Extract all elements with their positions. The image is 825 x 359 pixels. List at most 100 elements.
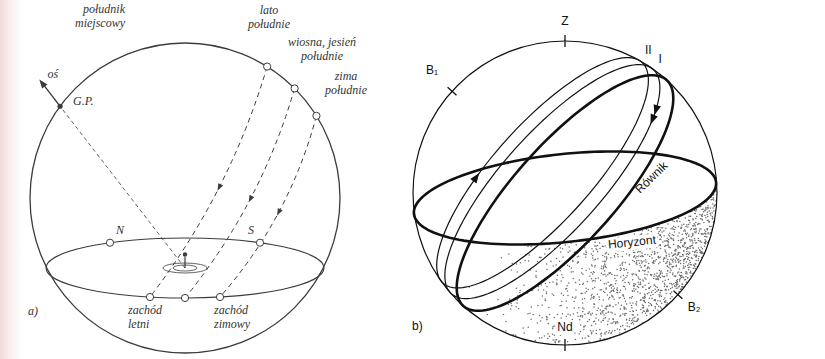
stipple-dot bbox=[714, 336, 716, 338]
stipple-dot bbox=[662, 325, 664, 327]
stipple-dot bbox=[688, 193, 690, 195]
stipple-dot bbox=[634, 223, 636, 225]
stipple-dot bbox=[660, 324, 662, 326]
stipple-dot bbox=[698, 240, 700, 242]
stipple-dot bbox=[680, 180, 682, 182]
stipple-dot bbox=[576, 202, 578, 204]
stipple-dot bbox=[675, 204, 677, 206]
stipple-dot bbox=[673, 244, 675, 246]
stipple-dot bbox=[683, 296, 685, 298]
stipple-dot bbox=[602, 186, 604, 188]
stipple-dot bbox=[643, 305, 645, 307]
stipple-dot bbox=[701, 274, 703, 276]
sun-position-marker bbox=[216, 293, 223, 300]
stipple-dot bbox=[562, 248, 564, 250]
stipple-dot bbox=[583, 229, 585, 231]
stipple-dot bbox=[633, 283, 635, 285]
stipple-dot bbox=[631, 193, 633, 195]
stipple-dot bbox=[705, 303, 707, 305]
stipple-dot bbox=[650, 222, 652, 224]
stipple-dot bbox=[644, 274, 646, 276]
stipple-dot bbox=[701, 187, 703, 189]
stipple-dot bbox=[669, 272, 671, 274]
stipple-dot bbox=[691, 325, 693, 327]
stipple-dot bbox=[622, 256, 624, 258]
stipple-dot bbox=[633, 320, 635, 322]
stipple-dot bbox=[695, 254, 697, 256]
stipple-dot bbox=[679, 314, 681, 316]
stipple-dot bbox=[654, 284, 656, 286]
stipple-dot bbox=[698, 329, 700, 331]
stipple-dot bbox=[686, 254, 688, 256]
stipple-dot bbox=[554, 339, 556, 341]
stipple-dot bbox=[593, 201, 595, 203]
stipple-dot bbox=[545, 300, 547, 302]
stipple-dot bbox=[711, 238, 713, 240]
stipple-dot bbox=[682, 325, 684, 327]
stipple-dot bbox=[593, 306, 595, 308]
stipple-dot bbox=[633, 317, 635, 319]
stipple-dot bbox=[687, 247, 689, 249]
stipple-dot bbox=[602, 299, 604, 301]
stipple-dot bbox=[703, 257, 705, 259]
stipple-dot bbox=[667, 331, 669, 333]
stipple-dot bbox=[702, 182, 704, 184]
stipple-dot bbox=[645, 289, 647, 291]
stipple-dot bbox=[701, 199, 703, 201]
stipple-dot bbox=[622, 185, 624, 187]
stipple-dot bbox=[662, 188, 664, 190]
stipple-dot bbox=[530, 319, 532, 321]
stipple-dot bbox=[716, 259, 718, 261]
stipple-dot bbox=[699, 283, 701, 285]
stipple-dot bbox=[652, 219, 654, 221]
stipple-dot bbox=[671, 195, 673, 197]
stipple-dot bbox=[671, 304, 673, 306]
stipple-dot bbox=[572, 278, 574, 280]
stipple-dot bbox=[646, 315, 648, 317]
stipple-dot bbox=[567, 290, 569, 292]
stipple-dot bbox=[535, 340, 537, 342]
stipple-dot bbox=[668, 241, 670, 243]
stipple-dot bbox=[636, 218, 638, 220]
stipple-dot bbox=[666, 261, 668, 263]
stipple-dot bbox=[672, 261, 674, 263]
stipple-dot bbox=[714, 243, 716, 245]
stipple-dot bbox=[650, 203, 652, 205]
stipple-dot bbox=[716, 302, 718, 304]
stipple-dot bbox=[644, 333, 646, 335]
stipple-dot bbox=[574, 186, 576, 188]
stipple-dot bbox=[693, 194, 695, 196]
stipple-dot bbox=[567, 251, 569, 253]
stipple-dot bbox=[649, 335, 651, 337]
stipple-dot bbox=[715, 227, 717, 229]
stipple-dot bbox=[633, 311, 635, 313]
stipple-dot bbox=[623, 306, 625, 308]
stipple-dot bbox=[660, 330, 662, 332]
stipple-dot bbox=[660, 229, 662, 231]
stipple-dot bbox=[628, 339, 630, 341]
stipple-dot bbox=[575, 282, 577, 284]
stipple-dot bbox=[635, 273, 637, 275]
stipple-dot bbox=[681, 334, 683, 336]
stipple-dot bbox=[702, 198, 704, 200]
stipple-dot bbox=[669, 196, 671, 198]
stipple-dot bbox=[712, 255, 714, 256]
stipple-dot bbox=[642, 256, 644, 258]
stipple-dot bbox=[629, 214, 631, 216]
stipple-dot bbox=[704, 304, 706, 306]
stipple-dot bbox=[614, 256, 616, 258]
stipple-dot bbox=[672, 287, 674, 289]
stipple-dot bbox=[662, 326, 664, 328]
stipple-dot bbox=[633, 286, 635, 288]
stipple-dot bbox=[656, 208, 658, 210]
stipple-dot bbox=[555, 264, 557, 266]
stipple-dot bbox=[661, 290, 663, 292]
stipple-dot bbox=[716, 273, 718, 275]
stipple-dot bbox=[658, 289, 660, 291]
stipple-dot bbox=[661, 272, 663, 274]
stipple-dot bbox=[676, 299, 678, 301]
stipple-dot bbox=[572, 260, 574, 262]
stipple-dot bbox=[544, 298, 546, 300]
stipple-dot bbox=[643, 346, 645, 348]
stipple-dot bbox=[694, 204, 696, 206]
